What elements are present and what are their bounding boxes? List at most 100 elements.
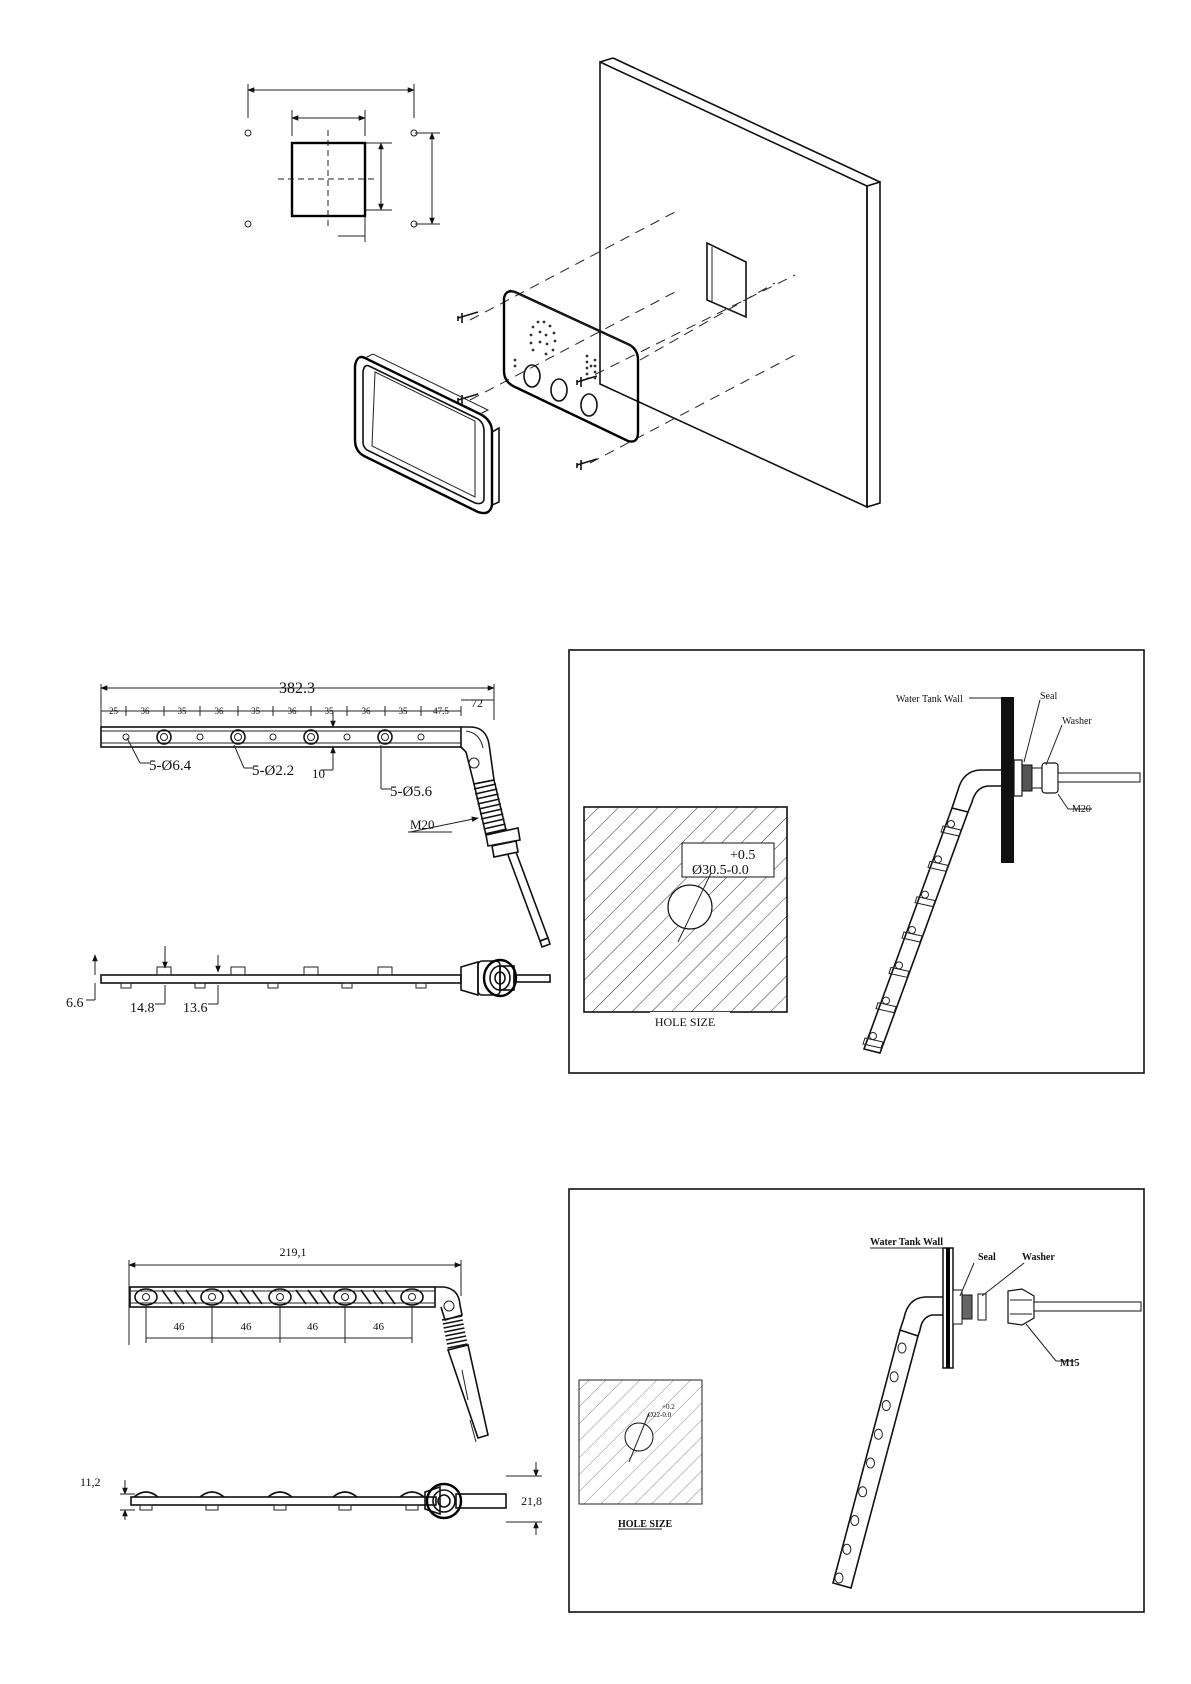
hole-callouts: 5-Ø6.4 5-Ø2.2 5-Ø5.6 10 M20	[127, 712, 478, 832]
hole-size-caption: HOLE SIZE	[655, 1015, 715, 1029]
installed-hole	[870, 1033, 877, 1040]
rail-hole-large	[157, 730, 171, 744]
rail-219-hatch	[320, 1290, 330, 1304]
hole-label-5-6: 5-Ø5.6	[390, 784, 433, 800]
hole-diameter-219: Ø22-0.0	[648, 1411, 672, 1419]
pitch-label: 47.5	[433, 706, 449, 716]
thread-label-219: M15	[1060, 1358, 1079, 1369]
rail-219-hatch	[361, 1290, 371, 1304]
rail-hole-small	[418, 734, 424, 740]
wall-label-382: Water Tank Wall	[896, 694, 963, 705]
thread-coil	[480, 809, 502, 814]
hole-label-2-2: 5-Ø2.2	[252, 763, 294, 779]
installed-219-hole	[851, 1516, 859, 1526]
install-382-figure: +0.5 Ø30.5-0.0 HOLE SIZE Water Tank Wall…	[569, 650, 1144, 1073]
pitch-label: 36	[288, 706, 298, 716]
thread-label-m20: M20	[410, 817, 435, 832]
side-label-6-6: 6.6	[66, 996, 84, 1011]
back-plate	[504, 290, 638, 442]
thread-coil	[478, 799, 500, 804]
pitch-219-label: 46	[373, 1321, 385, 1333]
rail-hole-large	[304, 730, 318, 744]
installed-219-hole	[867, 1458, 875, 1468]
thread-coil	[475, 789, 497, 794]
installed-219-hole	[882, 1401, 890, 1411]
overall-length-label-219: 219,1	[280, 1245, 307, 1259]
installed-219-hole	[859, 1487, 867, 1497]
installed-219-hole	[843, 1544, 851, 1554]
side-bump-top	[304, 967, 318, 975]
installed-sensor-382: Water Tank Wall Seal Washer M20	[863, 691, 1140, 1053]
cutout-template	[245, 84, 440, 242]
thread-219-coil	[444, 1328, 464, 1332]
installed-hole	[909, 927, 916, 934]
height-right-label: 21,8	[521, 1494, 542, 1508]
thread-219-coil	[445, 1332, 465, 1336]
rail-219-hatch	[385, 1290, 395, 1304]
installed-hole	[948, 821, 955, 828]
thread-coil	[482, 819, 504, 824]
rail-hole-inner	[161, 734, 168, 741]
sensor-219-top-view	[130, 1287, 488, 1442]
installed-hole	[896, 962, 903, 969]
pitch-label: 35	[399, 706, 409, 716]
height-left-label: 11,2	[80, 1475, 101, 1489]
thread-coil	[474, 784, 496, 789]
thread-219-coil	[444, 1324, 464, 1328]
overall-length-label: 382.3	[279, 680, 315, 697]
thread-219-coil	[447, 1340, 467, 1344]
installed-sensor-219: Water Tank Wall Seal Washer M15	[833, 1237, 1141, 1588]
rail-hole-small	[197, 734, 203, 740]
rail-219-hatch	[186, 1290, 196, 1304]
rail-hole-small	[270, 734, 276, 740]
rail-hole-inner	[235, 734, 242, 741]
hole-size-panel: +0.5 Ø30.5-0.0 HOLE SIZE	[584, 807, 787, 1030]
rail-219-hole	[409, 1294, 416, 1301]
tolerance-upper: +0.5	[730, 848, 755, 863]
rail-hole-large	[231, 730, 245, 744]
hole-size-caption-219: HOLE SIZE	[618, 1519, 673, 1530]
rail-219-hatch	[228, 1290, 238, 1304]
pitch-label: 36	[141, 706, 151, 716]
speaker-dots	[514, 321, 597, 380]
rail-219-hatch	[308, 1290, 318, 1304]
rail-219-hole	[209, 1294, 216, 1301]
rail-219-hatch	[296, 1290, 306, 1304]
pitch-219-label: 46	[307, 1321, 319, 1333]
wall-label-219: Water Tank Wall	[870, 1237, 943, 1248]
installed-hole	[883, 997, 890, 1004]
sensor-219-side-view: 11,2 21,8	[80, 1462, 542, 1535]
side-label-14-8: 14.8	[130, 1001, 155, 1016]
rail-hole-small	[344, 734, 350, 740]
rail-hole-inner	[308, 734, 315, 741]
pitch-dimension-chain-219: 46464646	[146, 1305, 412, 1343]
installed-219-hole	[890, 1372, 898, 1382]
installed-219-hole	[835, 1573, 843, 1583]
seal-label-382: Seal	[1040, 691, 1057, 702]
side-label-13-6: 13.6	[183, 1001, 208, 1016]
rail-219-hole	[143, 1294, 150, 1301]
thread-coil	[481, 814, 503, 819]
installed-hole	[935, 856, 942, 863]
washer-label-219: Washer	[1022, 1252, 1055, 1263]
installed-219-hole	[874, 1429, 882, 1439]
side-bump-top	[231, 967, 245, 975]
rail-219-hatch	[252, 1290, 262, 1304]
pitch-219-label: 46	[241, 1321, 253, 1333]
tolerance-upper-219: +0.2	[662, 1403, 675, 1411]
offset-label: 10	[312, 766, 325, 781]
thread-coil	[479, 804, 501, 809]
rail-219-hatch	[373, 1290, 383, 1304]
thread-coil	[476, 794, 498, 799]
pitch-label: 36	[362, 706, 372, 716]
rail-hole-large	[378, 730, 392, 744]
installed-hole	[922, 891, 929, 898]
pitch-label: 35	[178, 706, 188, 716]
thread-219-coil	[446, 1336, 466, 1340]
end-length-label: 72	[471, 696, 483, 710]
rail-219-hole	[277, 1294, 284, 1301]
hole-size-panel-219: +0.2 Ø22-0.0 HOLE SIZE	[579, 1380, 702, 1530]
